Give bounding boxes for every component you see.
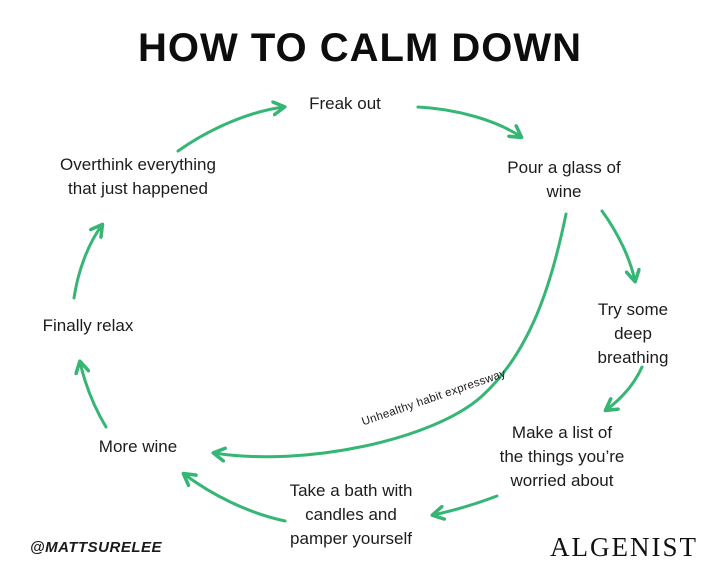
node-overthink-everything: Overthink everything that just happened [60,155,216,198]
arrow-take-bath-to-more-wine [184,474,287,523]
node-finally-relax: Finally relax [42,316,134,335]
arrow-more-wine-to-finally-relax [80,362,108,429]
arrow-unhealthy-habit-expressway [214,212,568,457]
author-credit: @MATTSURELEE [30,539,163,556]
page-title: HOW TO CALM DOWN [137,26,583,70]
arrow-make-list-to-take-bath [433,494,499,515]
arrow-freak-out-to-pour-wine [416,105,521,137]
node-try-deep-breathing: Try some deep breathing [597,300,669,367]
node-more-wine: More wine [98,437,178,456]
arrow-overthink-to-freak-out [176,107,284,153]
arrow-finally-relax-to-overthink [72,225,102,300]
brand-logo: ALGENIST [550,532,698,562]
node-freak-out: Freak out [309,94,381,113]
node-pour-a-glass-of-wine: Pour a glass of wine [507,158,621,201]
node-take-a-bath: Take a bath with candles and pamper your… [289,481,413,548]
arrow-try-breathing-to-make-list [606,365,644,410]
arrow-pour-wine-to-try-breathing [600,209,635,281]
node-make-a-list: Make a list of the things you’re worried… [499,423,625,490]
